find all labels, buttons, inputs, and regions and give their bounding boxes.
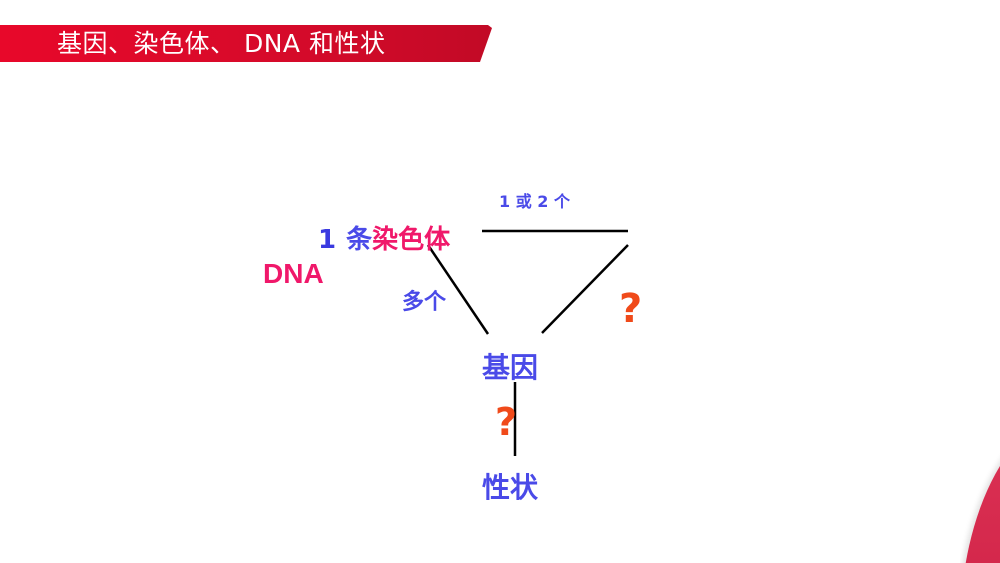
title-banner: 基因、染色体、 DNA 和性状: [0, 25, 492, 62]
connector-chromosome-to-gene: [426, 244, 490, 335]
page-title: 基因、染色体、 DNA 和性状: [57, 29, 386, 58]
question-mark-gene-trait: ?: [495, 400, 518, 444]
edge-label-chromosome-gene-count: 多个: [402, 290, 447, 315]
chromosome-number: 1: [318, 225, 337, 255]
connector-dna-to-gene: [541, 244, 629, 334]
node-dna: DNA: [263, 258, 324, 289]
node-gene: 基因: [482, 351, 539, 384]
chromosome-measure-word: 条: [346, 225, 373, 255]
node-trait: 性状: [482, 471, 539, 504]
decorative-corner-shape: [960, 410, 1000, 563]
question-mark-dna-gene: ?: [619, 286, 643, 332]
chromosome-word: 染色体: [372, 225, 451, 255]
edge-label-chromosome-dna-count: 1 或 2 个: [499, 192, 570, 211]
